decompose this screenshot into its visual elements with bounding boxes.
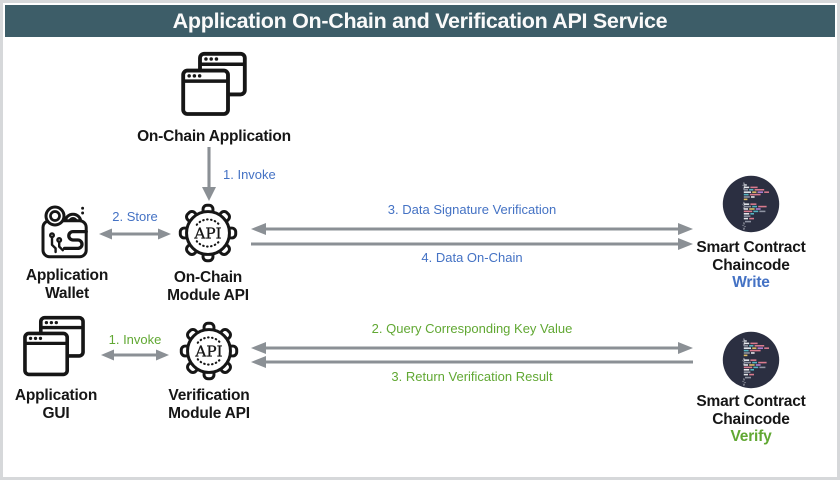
edge-label-query-key: 2. Query Corresponding Key Value [371,321,573,336]
node-label-line: Smart Contract [696,393,806,410]
edge-label-invoke-bottom: 1. Invoke [108,332,162,347]
node-label-application-wallet: Application Wallet [17,267,117,302]
arrow-store [99,228,171,240]
node-label-line: On-Chain [173,269,243,286]
node-label-line: Chaincode [712,256,790,274]
chaincode-icon [722,175,780,233]
browser-windows-icon [181,51,247,116]
node-label-line: Module API [168,404,250,422]
edge-label-return-result: 3. Return Verification Result [391,369,553,384]
api-gear-icon: API [178,203,238,263]
node-label-smart-contract-verify: Smart Contract Chaincode Verify [671,393,831,446]
node-label-line: Module API [167,286,249,304]
node-label-line: Verification [168,387,250,404]
wallet-icon [41,205,88,259]
node-label-application-gui: Application GUI [6,387,106,422]
title-bar: Application On-Chain and Verification AP… [5,5,835,37]
browser-windows-icon [23,315,85,377]
node-label-line: Chaincode [712,410,790,428]
node-label-line: GUI [42,404,70,422]
edge-label-data-on-chain: 4. Data On-Chain [421,250,523,265]
node-label-write: Write [732,274,770,291]
arrow-query-key [251,342,693,354]
node-label-line: Smart Contract [696,239,806,256]
api-icon-text: API [194,342,222,360]
diagram-title: Application On-Chain and Verification AP… [172,9,668,33]
edge-label-store: 2. Store [112,209,158,224]
node-label-line: Application [25,267,109,284]
arrow-data-signature [251,223,693,235]
arrow-invoke-bottom [101,349,169,361]
arrow-invoke-down [202,147,216,201]
node-label-smart-contract-write: Smart Contract Chaincode Write [671,239,831,292]
node-label-line: Application [14,387,98,404]
edge-label-invoke-top: 1. Invoke [223,167,276,182]
api-gear-icon: API [179,321,239,381]
node-label-line: Wallet [45,284,89,302]
node-label-on-chain-module-api: On-Chain Module API [133,269,283,304]
api-icon-text: API [193,224,221,242]
node-label-verification-module-api: Verification Module API [134,387,284,422]
node-label-verify: Verify [730,428,772,445]
edge-label-data-signature: 3. Data Signature Verification [387,202,557,217]
arrow-return-result [251,356,693,368]
chaincode-icon [722,331,780,389]
node-label-on-chain-application: On-Chain Application [137,128,291,145]
arrow-data-on-chain [251,238,693,250]
